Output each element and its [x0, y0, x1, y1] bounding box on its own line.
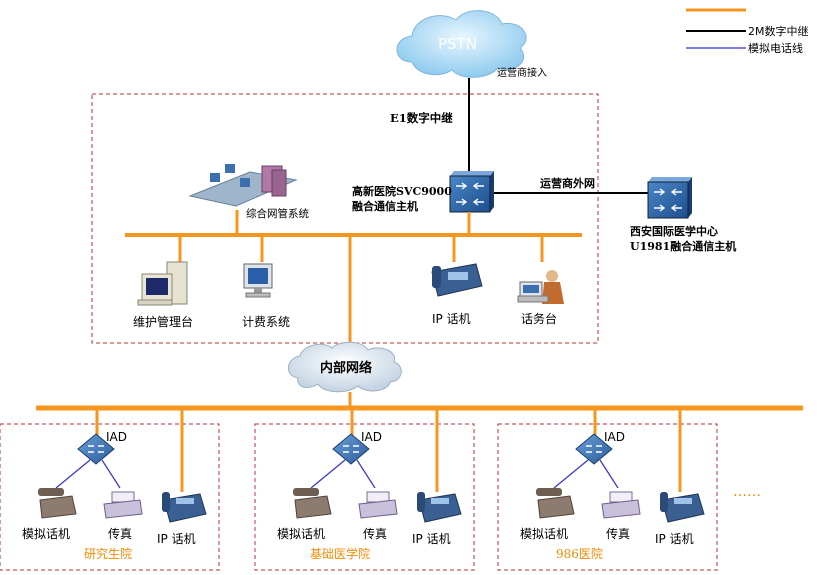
branch-name-label: 986医院 — [556, 547, 603, 561]
analog-line — [553, 459, 589, 489]
nms-system-icon — [188, 164, 298, 207]
pstn-label: PSTN — [438, 35, 477, 53]
analog-line — [310, 459, 346, 489]
iad-label: IAD — [604, 430, 625, 444]
more-ellipsis: …… — [733, 484, 761, 500]
legend-analog-label: 模拟电话线 — [748, 41, 803, 55]
fax-label: 传真 — [363, 526, 387, 541]
analog-phone-label: 模拟话机 — [520, 527, 568, 541]
fax-label: 传真 — [108, 526, 132, 541]
e1-label: E1数字中继 — [390, 111, 453, 125]
hq-ipphone-label: IP 话机 — [432, 312, 471, 326]
billing-pc-icon — [243, 263, 273, 298]
console-label: 话务台 — [521, 311, 557, 326]
branch-3: IAD 模拟话机 传真 IP 话机 986医院 — [497, 408, 718, 571]
external-net-label: 运营商外网 — [540, 176, 595, 190]
hq-boundary — [91, 93, 599, 344]
analog-line — [356, 459, 376, 489]
branch-name-label: 基础医学院 — [310, 546, 370, 561]
maint-label: 维护管理台 — [133, 314, 193, 329]
legend-trunk-label: 2M数字中继 — [748, 24, 809, 38]
fax-icon — [103, 491, 143, 519]
pstn-access-label: 运营商接入 — [497, 66, 547, 79]
ip-phone-icon — [417, 492, 462, 523]
main-host-switch-icon — [449, 171, 494, 213]
iad-router-icon — [575, 433, 613, 465]
remote-host-label-2: U1981融合通信主机 — [630, 239, 736, 253]
nms-label: 综合网管系统 — [246, 207, 309, 220]
billing-label: 计费系统 — [242, 315, 290, 329]
ip-phone-label: IP 话机 — [655, 532, 694, 546]
internal-net-label: 内部网络 — [320, 360, 372, 376]
remote-host-label-1: 西安国际医学中心 — [630, 224, 718, 238]
fax-icon — [601, 491, 641, 519]
iad-label: IAD — [361, 430, 382, 444]
fax-icon — [358, 491, 398, 519]
ip-phone-icon — [660, 492, 705, 523]
iad-label: IAD — [106, 430, 127, 444]
analog-phone-icon — [536, 488, 575, 519]
ip-phone-icon — [162, 492, 207, 523]
ip-phone-label: IP 话机 — [157, 532, 196, 546]
analog-phone-icon — [38, 488, 77, 519]
internal-network-cloud: 内部网络 — [288, 341, 402, 393]
maintenance-pc-icon — [137, 261, 188, 306]
pstn-cloud: PSTN 运营商接入 — [396, 10, 547, 79]
analog-phone-label: 模拟话机 — [277, 527, 325, 541]
operator-console-icon — [517, 270, 564, 304]
branch-name-label: 研究生院 — [84, 546, 132, 561]
iad-router-icon — [332, 433, 370, 465]
fax-label: 传真 — [606, 526, 630, 541]
main-host-label-2: 融合通信主机 — [352, 199, 418, 213]
legend: 2M数字中继 模拟电话线 — [686, 8, 809, 55]
ip-phone-label: IP 话机 — [412, 532, 451, 546]
hq-ip-phone-icon — [431, 263, 483, 297]
remote-host-switch-icon — [647, 177, 692, 219]
analog-phone-icon — [293, 488, 332, 519]
analog-line — [55, 459, 91, 489]
analog-line — [101, 459, 121, 489]
analog-phone-label: 模拟话机 — [22, 527, 70, 541]
iad-router-icon — [77, 433, 115, 465]
main-host-label-1: 高新医院SVC9000 — [352, 184, 452, 198]
analog-line — [599, 459, 619, 489]
